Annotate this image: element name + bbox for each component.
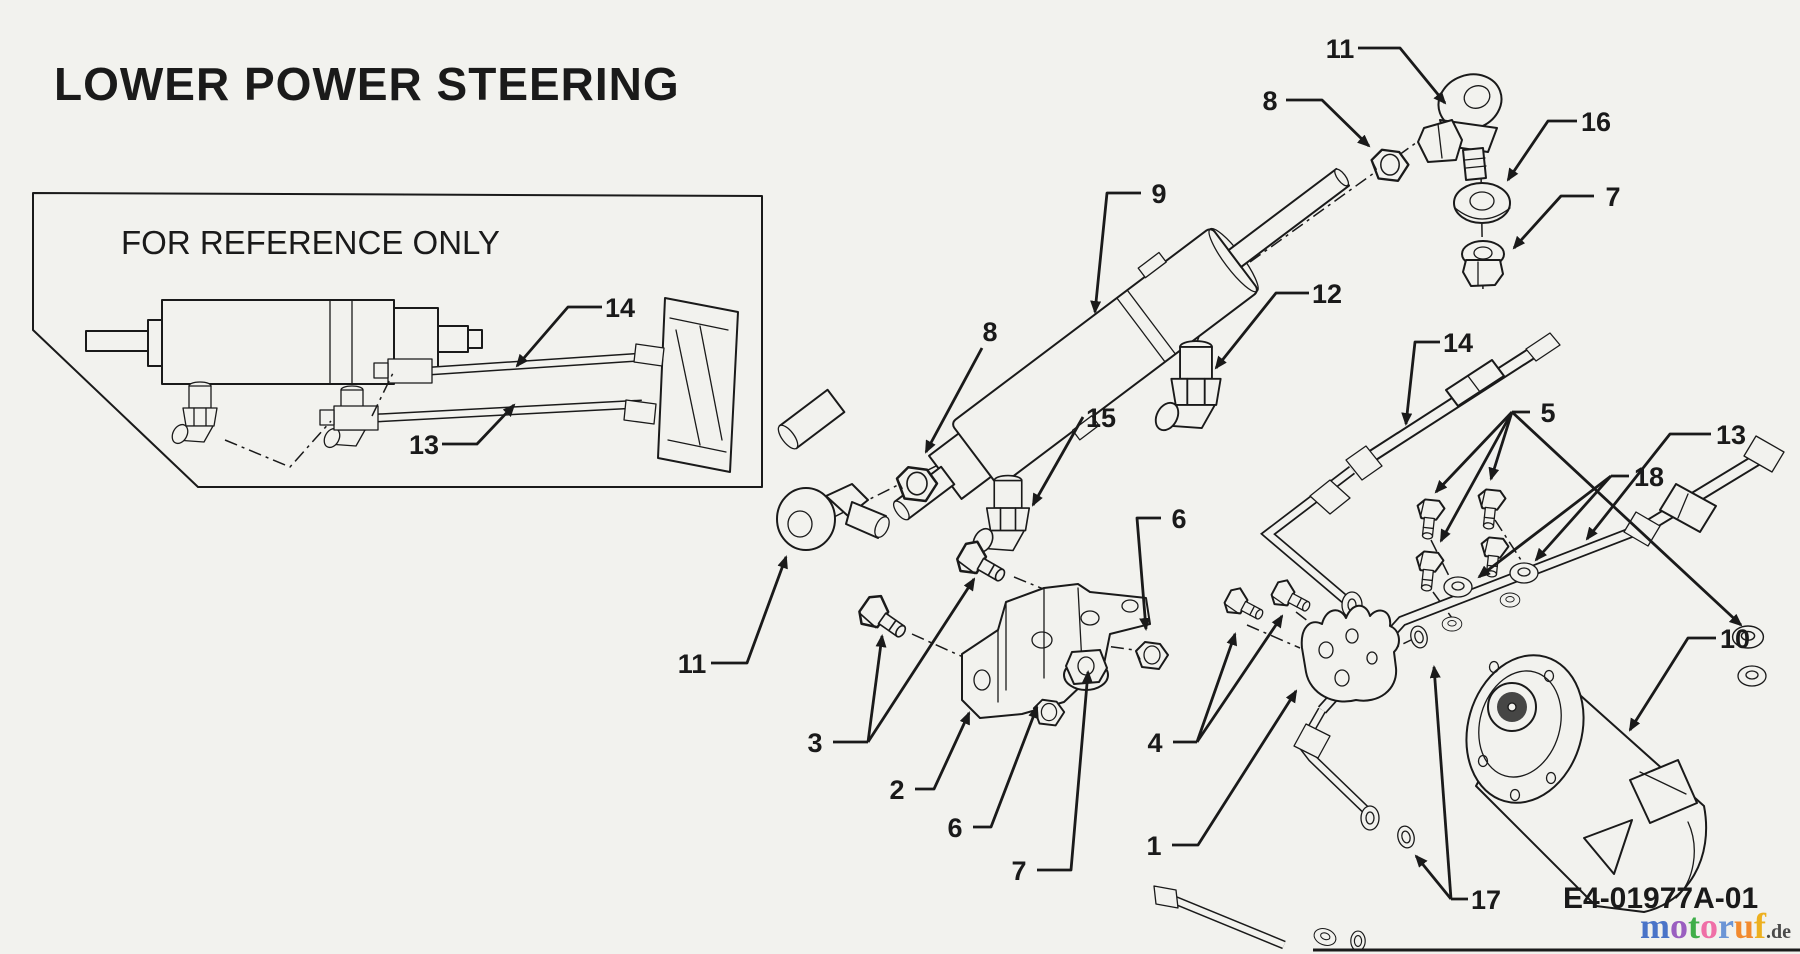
svg-text:7: 7: [1011, 856, 1026, 886]
svg-text:13: 13: [1716, 420, 1746, 450]
callout-8-mid: 8: [924, 317, 998, 454]
part-washer-18a: [1443, 576, 1473, 598]
part-nut-6-mid: [1135, 641, 1169, 670]
wm-letter: m: [1640, 906, 1670, 946]
part-steering-plate-1: [1300, 604, 1400, 703]
page-title: LOWER POWER STEERING: [54, 58, 680, 110]
callouts: 11 8 16 7 9 12 14 8: [409, 34, 1750, 915]
svg-text:6: 6: [1171, 504, 1186, 534]
svg-text:2: 2: [889, 775, 904, 805]
callout-5: 5: [1434, 398, 1743, 627]
svg-text:18: 18: [1634, 462, 1664, 492]
part-bushing-7-top: [1461, 240, 1505, 287]
callout-7-top: 7: [1512, 182, 1621, 250]
part-oring-17b: [1394, 823, 1418, 851]
callout-15: 15: [1031, 403, 1116, 507]
callout-6-low: 6: [947, 705, 1039, 843]
part-washer-16: [1453, 182, 1511, 224]
fastener-cluster-5-18: [1412, 487, 1767, 687]
callout-7-low: 7: [1011, 670, 1094, 886]
part-bolt-4a: [1220, 584, 1270, 629]
callout-3: 3: [807, 577, 976, 758]
callout-16: 16: [1506, 107, 1611, 182]
motoruf-watermark: motoruf.de: [1640, 906, 1791, 946]
wm-letter: o: [1670, 906, 1688, 946]
callout-12: 12: [1214, 279, 1342, 370]
callout-13-inset: 13: [409, 403, 516, 460]
callout-14-inset: 14: [515, 293, 635, 368]
inset-note: FOR REFERENCE ONLY: [121, 224, 500, 261]
callout-18: 18: [1477, 462, 1664, 579]
svg-text:11: 11: [1326, 34, 1355, 64]
svg-text:3: 3: [807, 728, 822, 758]
svg-text:1: 1: [1146, 831, 1161, 861]
part-nut-8-top: [1370, 148, 1410, 182]
callout-4: 4: [1147, 614, 1284, 758]
wm-letter: u: [1734, 906, 1754, 946]
part-bracket-2: [961, 583, 1151, 719]
callout-11-left: 11: [678, 555, 788, 679]
svg-text:12: 12: [1312, 279, 1342, 309]
callout-1: 1: [1146, 689, 1298, 861]
part-washer-18b: [1509, 562, 1539, 584]
callout-2: 2: [889, 711, 971, 805]
part-power-steering-pump-10: [1465, 654, 1708, 913]
svg-text:14: 14: [1443, 328, 1473, 358]
part-washer-right-2: [1737, 665, 1767, 687]
wm-letter: o: [1700, 906, 1718, 946]
svg-text:6: 6: [947, 813, 962, 843]
part-oring-17a: [1407, 623, 1431, 651]
svg-text:7: 7: [1605, 182, 1620, 212]
inset-dash-link-1: [224, 420, 332, 468]
piston-rod-stub: [777, 388, 846, 450]
svg-text:4: 4: [1147, 728, 1162, 758]
part-bolt-3a: [853, 589, 915, 648]
callout-14-main: 14: [1401, 328, 1473, 426]
callout-6-mid: 6: [1135, 504, 1187, 631]
svg-text:14: 14: [605, 293, 635, 323]
part-oring-bottom: [1350, 930, 1366, 952]
svg-text:17: 17: [1471, 885, 1501, 915]
part-bolt-5a: [1413, 497, 1447, 542]
wm-letter: f: [1754, 906, 1767, 946]
svg-text:13: 13: [409, 430, 439, 460]
part-bolt-5c: [1412, 549, 1446, 594]
inset-hose-14: [373, 351, 657, 384]
callout-11-top: 11: [1326, 34, 1447, 105]
callout-10: 10: [1628, 624, 1750, 732]
callout-9: 9: [1090, 179, 1167, 314]
part-washer-small-2: [1441, 616, 1463, 632]
svg-text:8: 8: [1262, 86, 1277, 116]
svg-text:11: 11: [678, 649, 707, 679]
part-bolt-5b: [1474, 487, 1508, 532]
inset-bracket: [623, 297, 739, 473]
wm-letter: t: [1688, 906, 1700, 946]
callout-17: 17: [1414, 665, 1501, 915]
part-washer-small-1: [1499, 592, 1521, 608]
part-steering-cylinder-9: [777, 167, 1351, 521]
part-hose-14: [1260, 332, 1561, 619]
svg-text:9: 9: [1151, 179, 1166, 209]
part-lower-bolt: [1153, 885, 1286, 950]
wm-letter: r: [1718, 906, 1734, 946]
svg-text:16: 16: [1581, 107, 1611, 137]
part-ferrule-bottom: [1311, 925, 1339, 949]
callout-8-top: 8: [1262, 86, 1371, 148]
inset-dash-link-2: [371, 372, 394, 417]
svg-text:5: 5: [1540, 398, 1555, 428]
part-rod-end-11-top: [1417, 73, 1503, 181]
wm-suffix: .de: [1766, 921, 1791, 943]
part-rod-end-11-left: [776, 483, 890, 551]
part-bolt-4b: [1267, 576, 1317, 621]
reference-inset: FOR REFERENCE ONLY: [32, 192, 763, 488]
callout-13-main: 13: [1585, 420, 1746, 541]
svg-text:15: 15: [1086, 403, 1116, 433]
drawing-part-number: E4-01977A-01: [1563, 882, 1758, 915]
svg-text:8: 8: [982, 317, 997, 347]
svg-text:10: 10: [1720, 624, 1750, 654]
